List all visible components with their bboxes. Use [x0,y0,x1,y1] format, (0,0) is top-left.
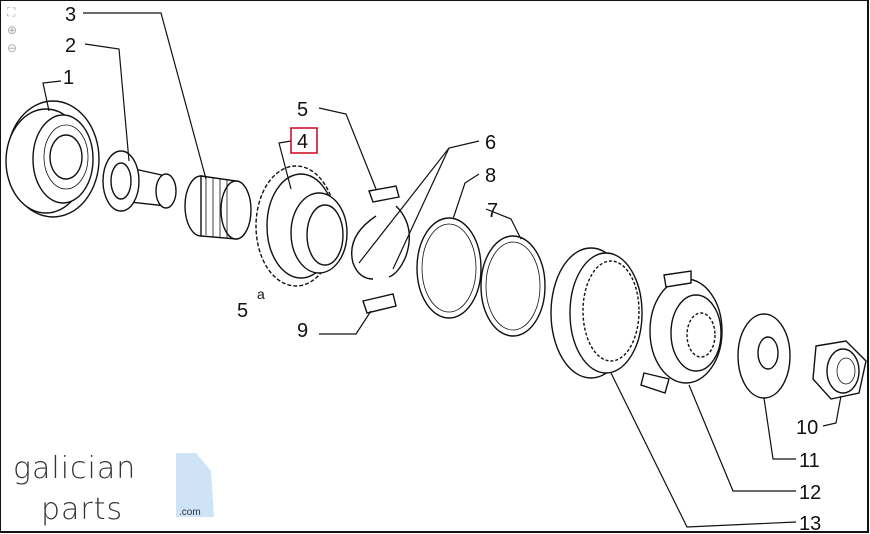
callout-2[interactable]: 2 [65,35,76,57]
callout-13[interactable]: 13 [799,513,821,531]
callout-11[interactable]: 11 [799,450,820,472]
callout-5[interactable]: 5 [297,99,308,121]
part-11-washer[interactable] [737,313,791,399]
callout-3[interactable]: 3 [65,4,76,26]
part-1-bearing[interactable] [5,100,100,218]
part-9-slider[interactable] [362,293,397,314]
callout-4-highlight-box [290,127,318,154]
zoom-out-icon[interactable]: ⊖ [7,41,18,55]
part-3-needle-roller[interactable] [184,175,252,240]
callout-5a-superscript: a [257,286,265,302]
callout-12[interactable]: 12 [799,482,821,504]
callout-7[interactable]: 7 [487,200,498,222]
part-4-gear[interactable] [255,165,348,287]
callout-1[interactable]: 1 [63,67,74,89]
leader-lines [42,12,842,528]
callout-4[interactable]: 4 [297,131,308,153]
callout-10[interactable]: 10 [796,417,818,439]
part-13-sleeve[interactable] [550,247,643,379]
part-10-nut[interactable] [812,340,867,400]
zoom-in-icon[interactable]: ⊕ [7,23,18,37]
fit-screen-icon[interactable]: ⛶ [7,5,16,19]
part-5-slider[interactable] [368,185,400,203]
part-8-ring[interactable] [416,217,482,319]
logo-line2: parts [41,492,123,527]
part-7-circlip[interactable] [480,235,546,337]
callout-8[interactable]: 8 [485,165,496,187]
galicianparts-logo: galician parts .com [13,451,214,527]
logo-line1: galician [13,451,136,486]
part-2-bushing[interactable] [102,150,177,212]
callout-5a[interactable]: 5 [237,300,248,322]
part-12-hub[interactable] [640,270,723,394]
callout-9[interactable]: 9 [297,320,308,342]
callout-6[interactable]: 6 [485,132,496,154]
part-6-rings[interactable] [351,205,410,280]
logo-suffix: .com [179,507,201,518]
